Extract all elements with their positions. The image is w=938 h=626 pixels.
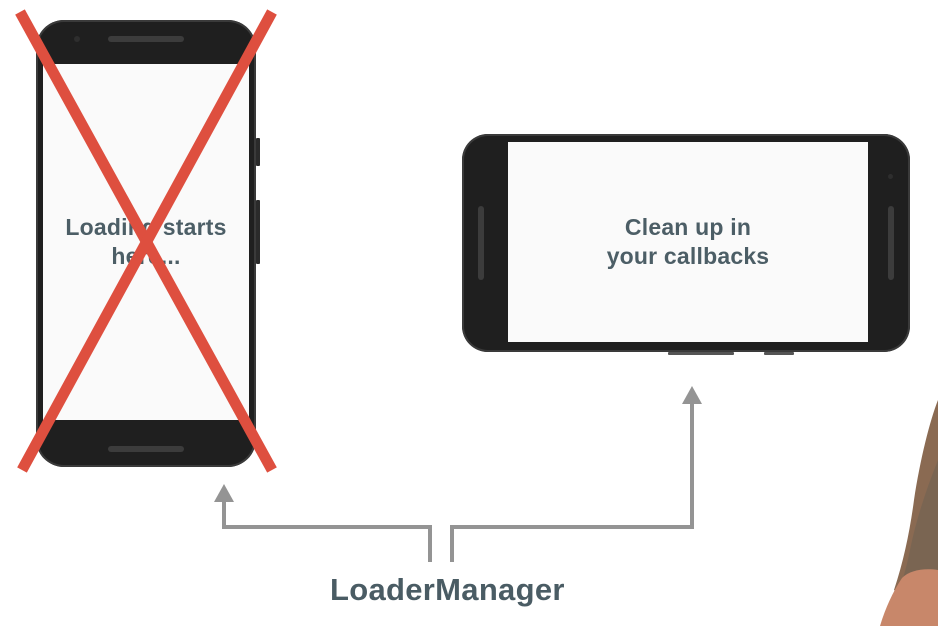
volume-button (256, 200, 260, 264)
landscape-phone: Clean up in your callbacks (462, 134, 910, 355)
landscape-phone-screen: Clean up in your callbacks (508, 142, 868, 342)
right-speaker (888, 206, 894, 280)
cleanup-text-line-1: Clean up in (624, 214, 752, 240)
volume-button (668, 352, 734, 355)
power-button (256, 138, 260, 166)
bottom-speaker (108, 446, 184, 452)
cleanup-text-line-2: your callbacks (606, 243, 770, 269)
left-arrow-line (222, 500, 432, 562)
portrait-phone-screen: Loading starts here... (43, 64, 249, 420)
right-arrow-line (450, 402, 694, 562)
loading-text: Loading starts here... (65, 214, 227, 269)
camera-icon (74, 36, 80, 42)
left-speaker (478, 206, 484, 280)
power-button (764, 352, 794, 355)
right-arrow-head (682, 386, 702, 404)
right-arrow (450, 402, 694, 562)
cleanup-text: Clean up in your callbacks (607, 213, 770, 271)
top-speaker (108, 36, 184, 42)
loadermanager-label: LoaderManager (330, 572, 565, 607)
camera-icon (888, 174, 893, 179)
left-arrow-head (214, 484, 234, 502)
portrait-phone: Loading starts here... (36, 20, 260, 467)
left-arrow (222, 500, 432, 562)
presenter-image (880, 400, 938, 626)
